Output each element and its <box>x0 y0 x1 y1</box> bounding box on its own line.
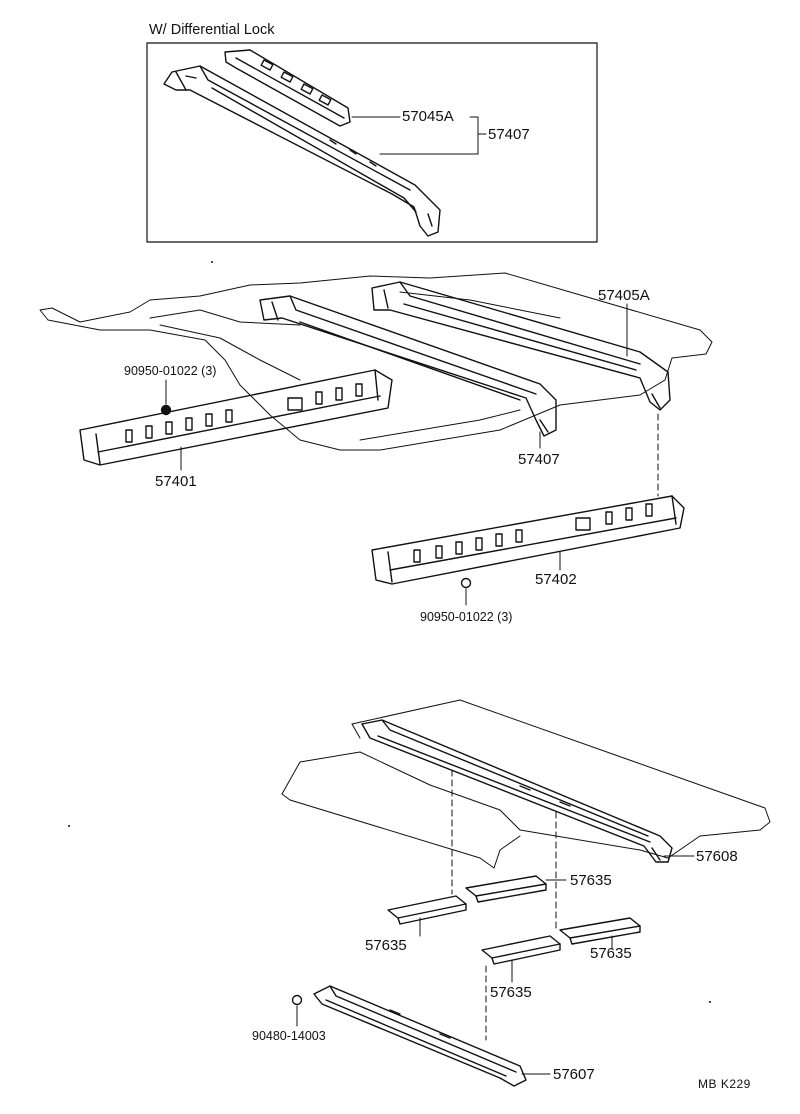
part-57635-c <box>559 917 641 945</box>
inset-frame <box>146 42 598 243</box>
part-57608 <box>361 719 673 863</box>
inset-title: W/ Differential Lock <box>149 22 275 38</box>
label-57407-inset: 57407 <box>488 126 530 143</box>
rear-floor-outline <box>281 699 771 869</box>
label-57635-c: 57635 <box>590 945 632 962</box>
inset-bracket-57407 <box>379 116 487 155</box>
label-57635-a: 57635 <box>365 937 407 954</box>
label-bolt-lower: 90480-14003 <box>252 1029 326 1043</box>
label-bolt-bottom: 90950-01022 (3) <box>420 610 513 624</box>
part-57607 <box>313 985 527 1087</box>
part-57402 <box>371 495 685 585</box>
part-57405A <box>371 281 671 411</box>
inset-part-57407 <box>163 65 441 237</box>
label-57607: 57607 <box>553 1066 595 1083</box>
label-57635-b: 57635 <box>570 872 612 889</box>
speck <box>709 1001 711 1003</box>
label-bolt-top: 90950-01022 (3) <box>124 364 217 378</box>
part-57635-d <box>481 935 561 965</box>
floor-panel-outline <box>39 272 713 451</box>
speck <box>68 825 70 827</box>
part-57407-middle <box>259 295 557 437</box>
inset-group <box>146 42 598 243</box>
label-57402: 57402 <box>535 571 577 588</box>
part-57635-b <box>465 875 547 903</box>
label-57401: 57401 <box>155 473 197 490</box>
label-57407-middle: 57407 <box>518 451 560 468</box>
bolt-bottom-icon <box>460 577 472 589</box>
speck <box>211 261 213 263</box>
footer-code: MB K229 <box>698 1077 751 1091</box>
inset-part-57045A <box>224 49 351 127</box>
label-57045A: 57045A <box>402 108 454 125</box>
label-57405A: 57405A <box>598 287 650 304</box>
middle-group <box>39 272 713 606</box>
bolt-top-icon <box>160 404 172 416</box>
part-57401 <box>79 369 393 466</box>
part-57635-a <box>387 895 467 925</box>
bolt-lower-icon <box>291 994 303 1006</box>
label-57635-d: 57635 <box>490 984 532 1001</box>
lower-group <box>281 699 771 1087</box>
label-57608: 57608 <box>696 848 738 865</box>
